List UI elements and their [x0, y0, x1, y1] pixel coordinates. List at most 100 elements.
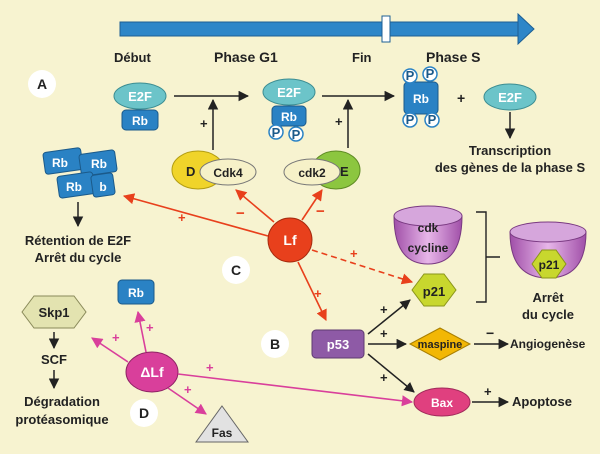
plus-p53-maspine: + [380, 326, 388, 341]
svg-text:D: D [186, 164, 195, 179]
minus-lf-cdk2: − [316, 203, 325, 220]
svg-text:Rb: Rb [91, 157, 107, 171]
label-d: D [130, 399, 158, 427]
timeline-end-label: Fin [352, 50, 372, 65]
arret-line1: Arrêt [532, 290, 564, 305]
plus-lf-p21: + [350, 246, 358, 261]
timeline-s-label: Phase S [426, 49, 480, 65]
p21-node: p21 [411, 273, 457, 307]
apoptose-label: Apoptose [512, 394, 572, 409]
plus-join: + [457, 90, 465, 106]
svg-text:Fas: Fas [212, 426, 233, 440]
svg-text:ΔLf: ΔLf [140, 364, 164, 380]
svg-text:p21: p21 [539, 258, 560, 272]
timeline-arrowhead [517, 12, 535, 46]
minus-lf-cdk4: − [236, 205, 245, 222]
lf-node: Lf [267, 217, 313, 263]
svg-text:cdk: cdk [418, 221, 439, 235]
arrested-complex: p21 [509, 221, 587, 279]
svg-text:Bax: Bax [431, 396, 453, 410]
arrow-lf-p53 [297, 261, 327, 322]
svg-text:maspine: maspine [418, 339, 463, 351]
svg-text:C: C [231, 262, 241, 278]
svg-text:b: b [99, 180, 106, 194]
svg-text:E2F: E2F [277, 85, 301, 100]
plus-apoptose: + [484, 384, 492, 399]
svg-text:E: E [340, 164, 349, 179]
timeline-g1-label: Phase G1 [214, 49, 278, 65]
svg-text:E2F: E2F [128, 89, 152, 104]
svg-text:B: B [270, 336, 280, 352]
label-c: C [222, 256, 250, 284]
svg-text:Rb: Rb [132, 114, 148, 128]
maspine-node: maspine [408, 327, 472, 361]
svg-text:Skp1: Skp1 [38, 305, 69, 320]
bax-node: Bax [413, 387, 471, 417]
svg-text:P: P [428, 112, 437, 127]
arrow-p53-p21 [367, 299, 411, 335]
transcription-line2: des gènes de la phase S [435, 160, 586, 175]
label-b: B [261, 330, 289, 358]
plus-lf-p53: + [314, 286, 322, 301]
plus-p53-p21: + [380, 302, 388, 317]
plus-cdk2: + [335, 114, 343, 129]
svg-text:P: P [272, 125, 281, 140]
timeline: Début Phase G1 Fin Phase S [114, 12, 535, 65]
timeline-bar [119, 21, 521, 37]
rb-phosphorylated: Rb P P P P [402, 66, 440, 128]
svg-text:P: P [292, 127, 301, 142]
delta-lf-node: ΔLf [125, 351, 179, 393]
e2f-rb-complex-start: E2F Rb [113, 82, 167, 131]
timeline-marker [381, 15, 391, 43]
plus-p53-bax: + [380, 370, 388, 385]
cdk4-cyclin-d: D Cdk4 [171, 150, 257, 190]
svg-text:Rb: Rb [66, 180, 82, 194]
degradation-line2: protéasomique [15, 412, 108, 427]
svg-text:Rb: Rb [281, 110, 297, 124]
plus-dlf-bax: + [206, 360, 214, 375]
svg-text:Rb: Rb [413, 92, 429, 106]
plus-lf-rb: + [178, 210, 186, 225]
svg-text:A: A [37, 76, 47, 92]
svg-text:P: P [406, 112, 415, 127]
svg-text:p53: p53 [327, 337, 349, 352]
svg-text:D: D [139, 405, 149, 421]
timeline-start-label: Début [114, 50, 152, 65]
svg-text:P: P [406, 68, 415, 83]
bracket [476, 211, 500, 303]
scf-label: SCF [41, 352, 67, 367]
plus-dlf-fas: + [184, 382, 192, 397]
svg-text:cycline: cycline [408, 241, 449, 255]
arrow-dlf-skp1 [91, 337, 129, 363]
arrow-lf-p21 [311, 249, 414, 285]
rb-cluster: Rb Rb Rb b [42, 147, 118, 199]
skp1-node: Skp1 [21, 295, 87, 329]
angiogenese-label: Angiogenèse [510, 337, 586, 351]
cdk2-cyclin-e: E cdk2 [283, 150, 361, 190]
arrow-p53-bax [367, 353, 415, 393]
arrow-dlf-fas [167, 387, 207, 415]
retention-line2: Arrêt du cycle [35, 250, 122, 265]
arrow-lf-cdk4 [235, 189, 275, 223]
rb-node-d: Rb [117, 279, 155, 305]
arrow-dlf-rb [134, 310, 147, 353]
fas-node: Fas [195, 405, 249, 443]
arrow-lf-rb [122, 193, 269, 237]
degradation-line1: Dégradation [24, 394, 100, 409]
plus-dlf-skp1: + [112, 330, 120, 345]
svg-text:Cdk4: Cdk4 [213, 166, 243, 180]
cdk-cycline-cup: cdk cycline [393, 205, 463, 265]
e2f-free: E2F [483, 83, 537, 111]
e2f-rb-p-complex: E2F Rb P P [262, 78, 316, 142]
svg-text:p21: p21 [423, 284, 445, 299]
plus-dlf-rb: + [146, 320, 154, 335]
svg-text:P: P [426, 66, 435, 81]
svg-text:Rb: Rb [128, 286, 144, 300]
svg-text:Rb: Rb [52, 156, 68, 170]
label-a: A [28, 70, 56, 98]
p53-node: p53 [311, 329, 365, 359]
arrow-lf-cdk2 [301, 189, 323, 221]
arrow-dlf-bax [177, 373, 414, 407]
